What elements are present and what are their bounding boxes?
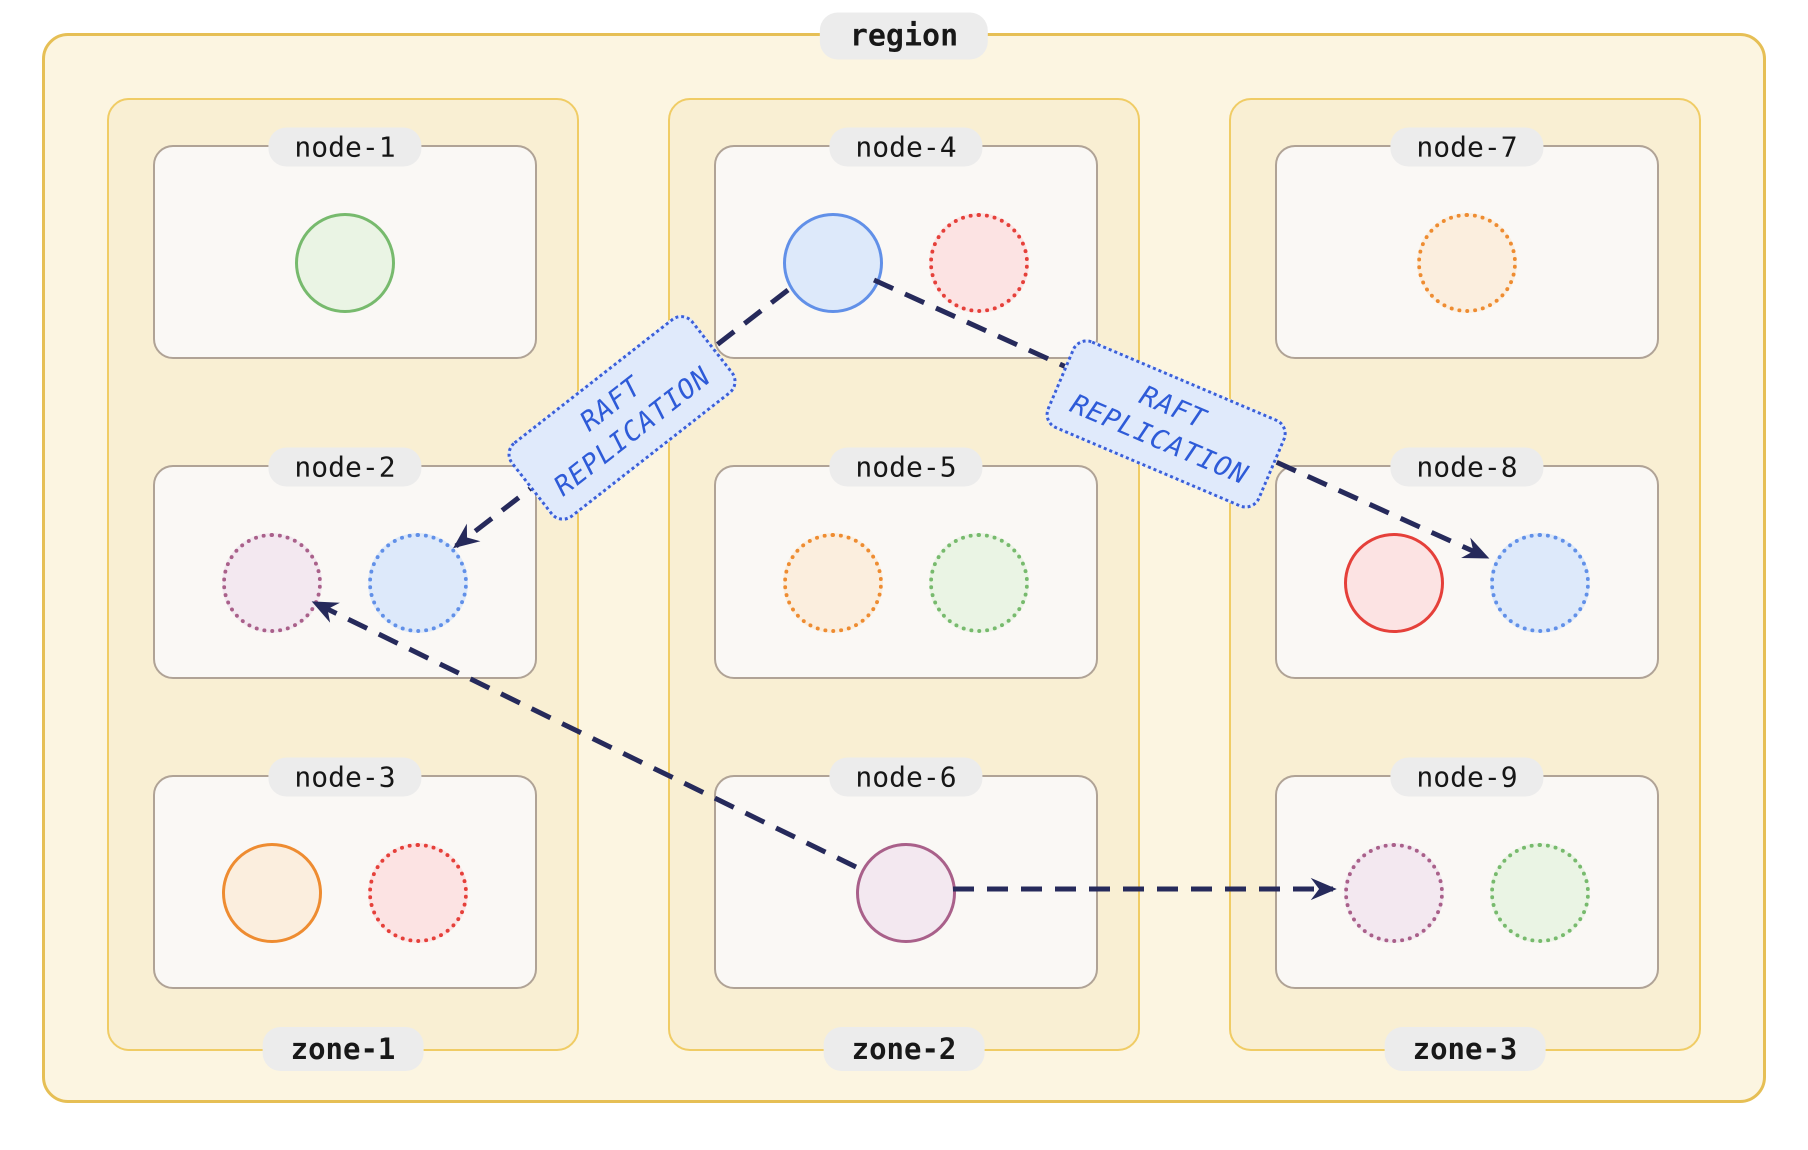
node-5-label: node-5 [829, 447, 983, 487]
node-box-node-6: node-6 [714, 757, 1098, 989]
node-box-node-1: node-1 [153, 127, 537, 359]
replica-circle [1417, 213, 1517, 313]
zone-3-label: zone-3 [1384, 1027, 1546, 1071]
node-box-node-4: node-4 [714, 127, 1098, 359]
node-7-label: node-7 [1390, 127, 1544, 167]
node-box-node-2: node-2 [153, 447, 537, 679]
node-box-node-5: node-5 [714, 447, 1098, 679]
node-8-label: node-8 [1390, 447, 1544, 487]
zone-1-label: zone-1 [262, 1027, 424, 1071]
zone-2-label: zone-2 [823, 1027, 985, 1071]
node-3-label: node-3 [268, 757, 422, 797]
zone-2-container: zone-2 node-4 node-5 node-6 [668, 98, 1140, 1071]
node-2-label: node-2 [268, 447, 422, 487]
node-box-node-9: node-9 [1275, 757, 1659, 989]
replica-circle [929, 533, 1029, 633]
node-6-label: node-6 [829, 757, 983, 797]
zone-1-container: zone-1 node-1 node-2 node-3 [107, 98, 579, 1071]
node-9-label: node-9 [1390, 757, 1544, 797]
node-box-node-8: node-8 [1275, 447, 1659, 679]
replica-circle [783, 213, 883, 313]
replica-circle [1344, 843, 1444, 943]
region-label: region [819, 12, 989, 60]
replica-circle [222, 533, 322, 633]
node-4-label: node-4 [829, 127, 983, 167]
replica-circle [1344, 533, 1444, 633]
replica-circle [783, 533, 883, 633]
replica-circle [368, 843, 468, 943]
node-1-label: node-1 [268, 127, 422, 167]
replica-circle [929, 213, 1029, 313]
replica-circle [856, 843, 956, 943]
replica-circle [368, 533, 468, 633]
replica-circle [1490, 533, 1590, 633]
node-box-node-7: node-7 [1275, 127, 1659, 359]
replica-circle [295, 213, 395, 313]
replica-circle [1490, 843, 1590, 943]
node-box-node-3: node-3 [153, 757, 537, 989]
zone-3-container: zone-3 node-7 node-8 node-9 [1229, 98, 1701, 1071]
region-container: region zone-1 node-1 node-2 node-3 zone-… [42, 12, 1766, 1103]
replica-circle [222, 843, 322, 943]
